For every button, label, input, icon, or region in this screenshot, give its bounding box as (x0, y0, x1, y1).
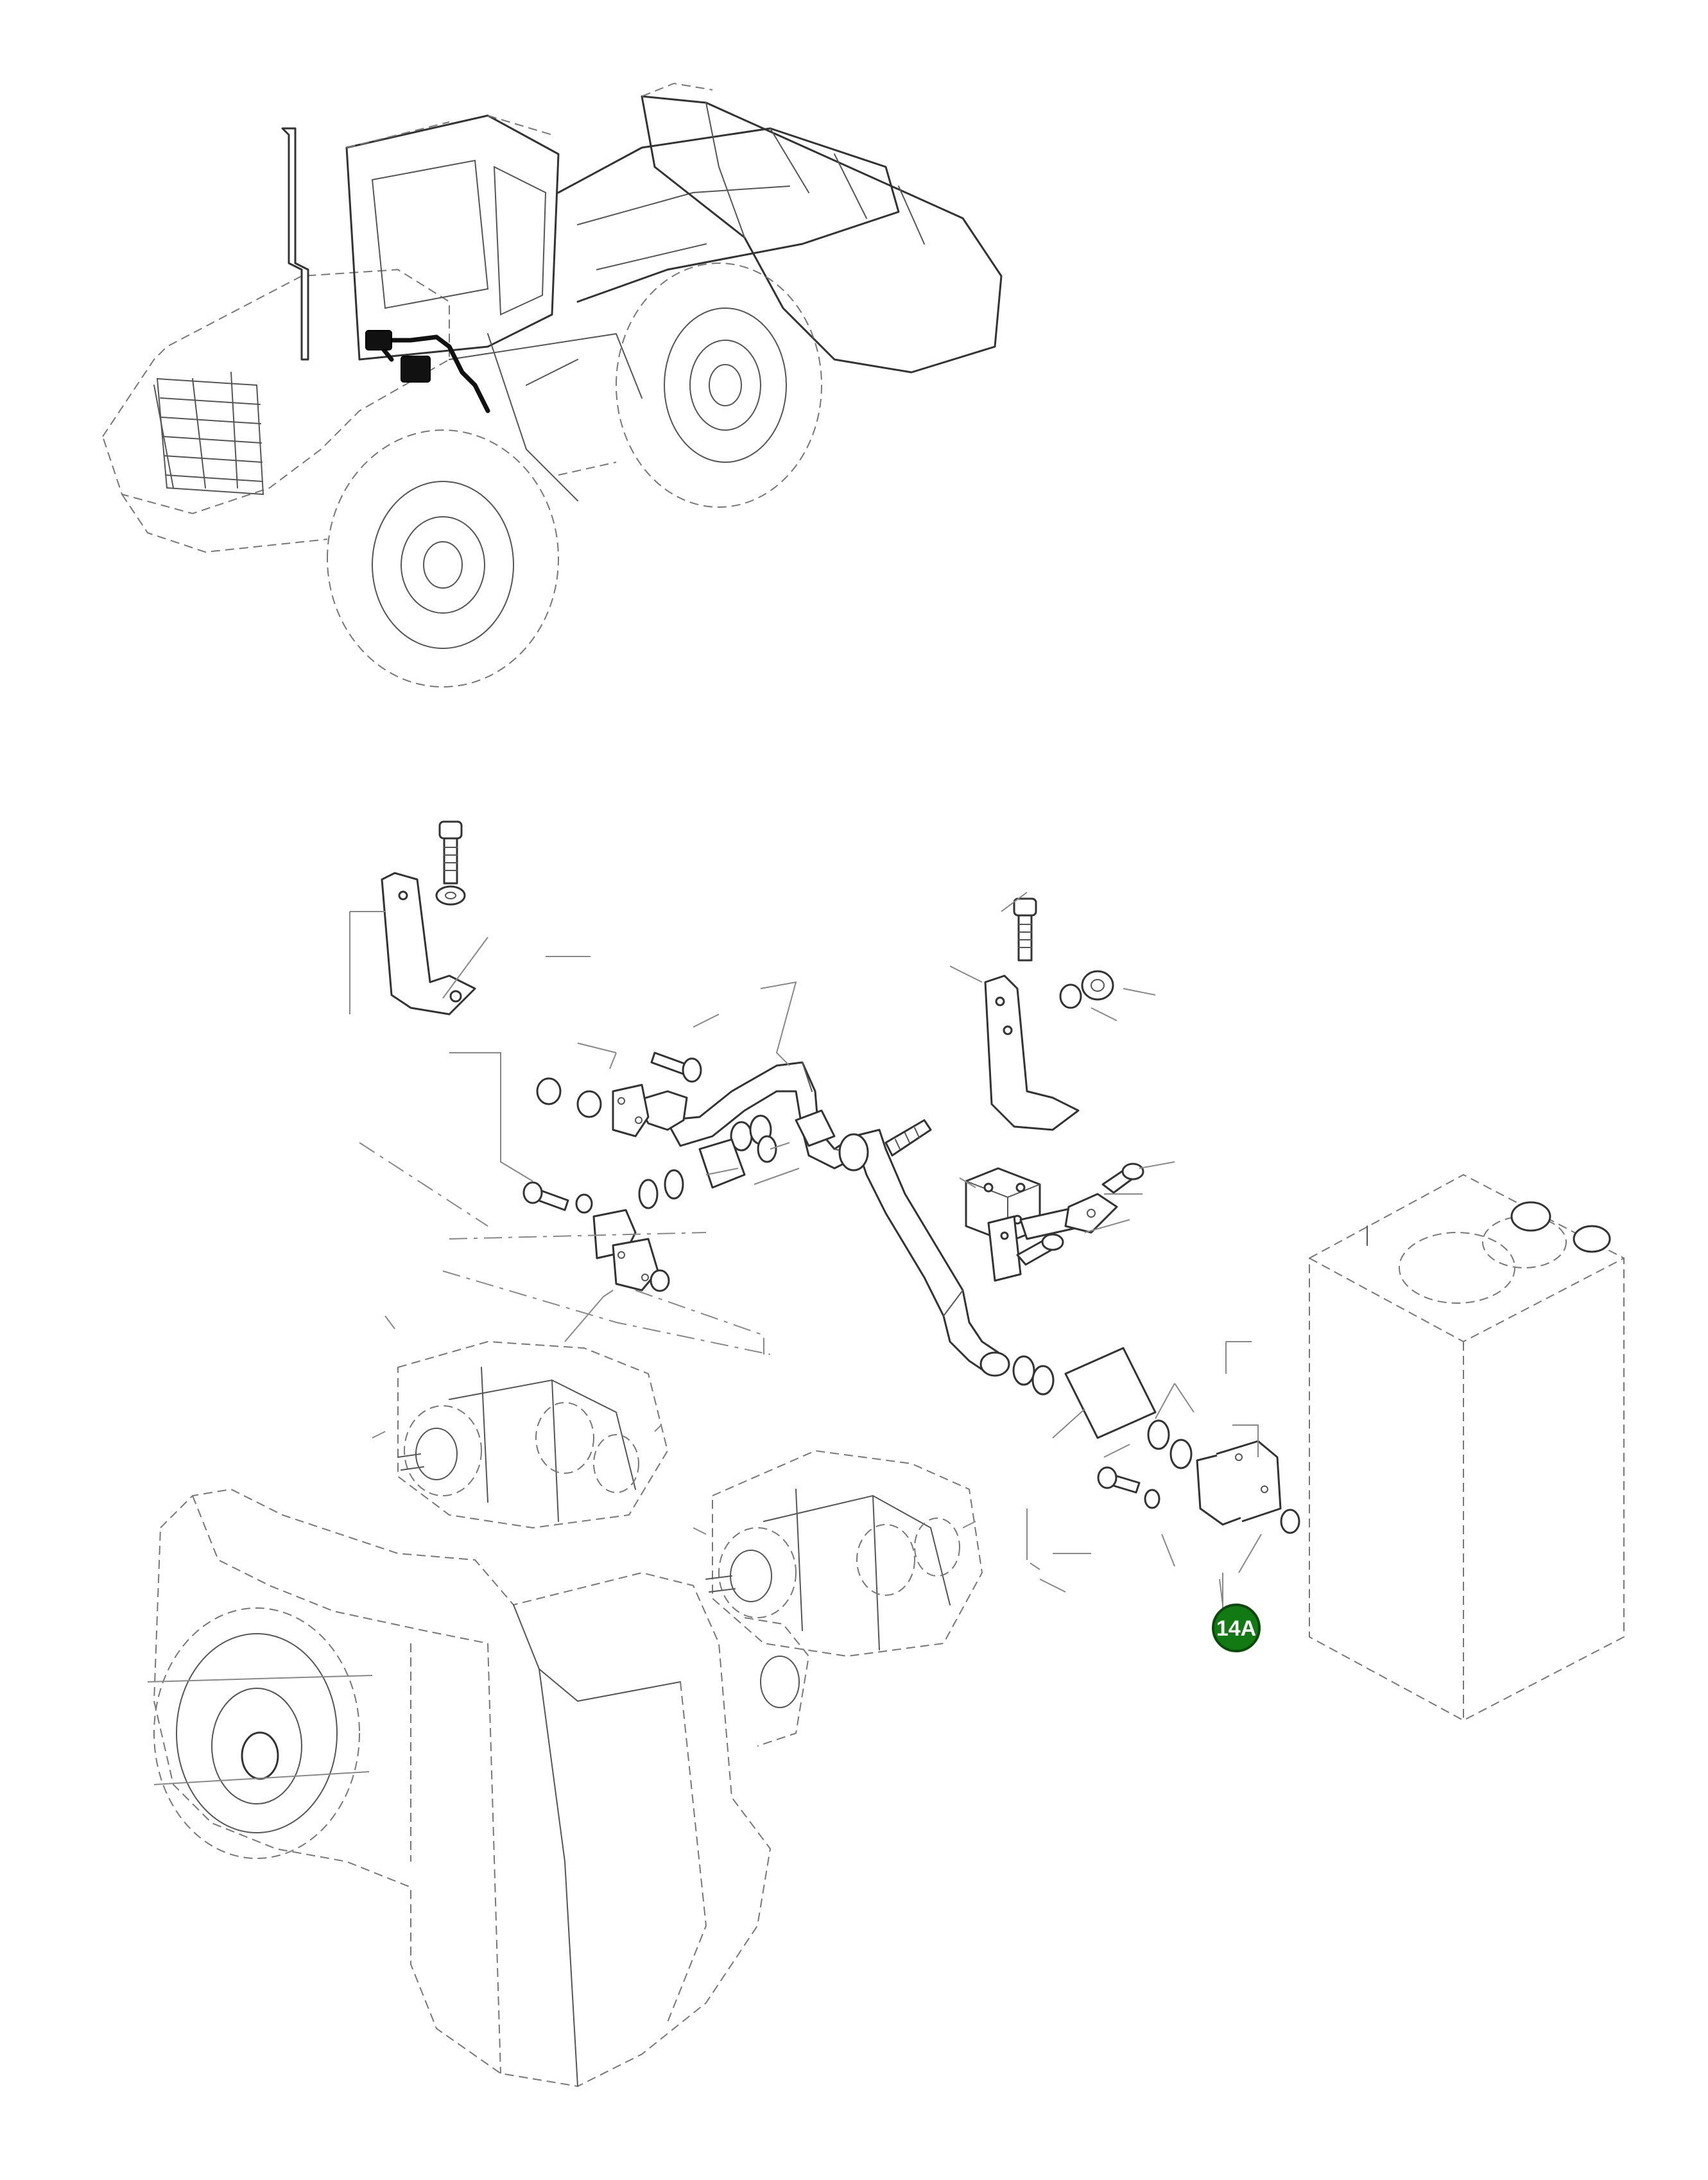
transmission-housing (147, 1488, 810, 2088)
hydraulic-pump-upper (397, 1340, 669, 1529)
tank-flange (1196, 1440, 1282, 1526)
hex-nut-icon (1081, 970, 1114, 1001)
branch-pipe-upper (612, 1084, 688, 1138)
hex-bolt-icon (1013, 897, 1037, 962)
branch-pipe-lower (592, 1209, 659, 1292)
hydraulic-pump-lower (705, 1449, 983, 1657)
flat-washer-icon (435, 885, 466, 906)
washer-icon (1144, 1489, 1160, 1509)
operator-cab (345, 114, 560, 361)
o-ring-icon (576, 1090, 602, 1118)
o-ring-icon (1280, 1509, 1300, 1534)
lower-clip-bracket (1064, 1193, 1118, 1234)
leader-lines (349, 892, 1262, 1605)
cap-screw-icon (650, 1051, 702, 1083)
cap-screw-icon (1097, 1466, 1141, 1494)
hose-clamp-icon (638, 1135, 777, 1209)
lift-arm (557, 127, 900, 303)
highlighted-cooling-line (365, 330, 490, 413)
wheel-loader-overview (101, 82, 1003, 688)
cap-screw-icon (522, 1181, 569, 1211)
callout-label: 14A (1216, 1616, 1256, 1641)
washer-icon (1059, 983, 1082, 1009)
radiator-grille (156, 377, 264, 496)
exhaust-stack (281, 127, 309, 361)
lower-hose-assembly (1012, 1347, 1193, 1469)
main-cooling-pipe (665, 1061, 1010, 1377)
bracket-left (381, 872, 476, 1016)
cap-screw-icon (1101, 1163, 1144, 1194)
front-wheel (615, 263, 823, 508)
hydraulic-tank (1309, 1173, 1625, 1722)
exploded-piping-assembly (147, 820, 1625, 2088)
rear-wheel (326, 429, 560, 688)
bucket (641, 82, 1003, 374)
cap-screw-icon (1016, 1233, 1064, 1266)
bracket-right (984, 974, 1080, 1131)
o-ring-icon (536, 1077, 562, 1105)
support-bracket (987, 1206, 1086, 1282)
washer-icon (575, 1193, 593, 1214)
hex-bolt-icon (438, 820, 463, 885)
o-ring-icon (650, 1269, 670, 1292)
callout-badge[interactable]: 14A (1212, 1573, 1261, 1652)
